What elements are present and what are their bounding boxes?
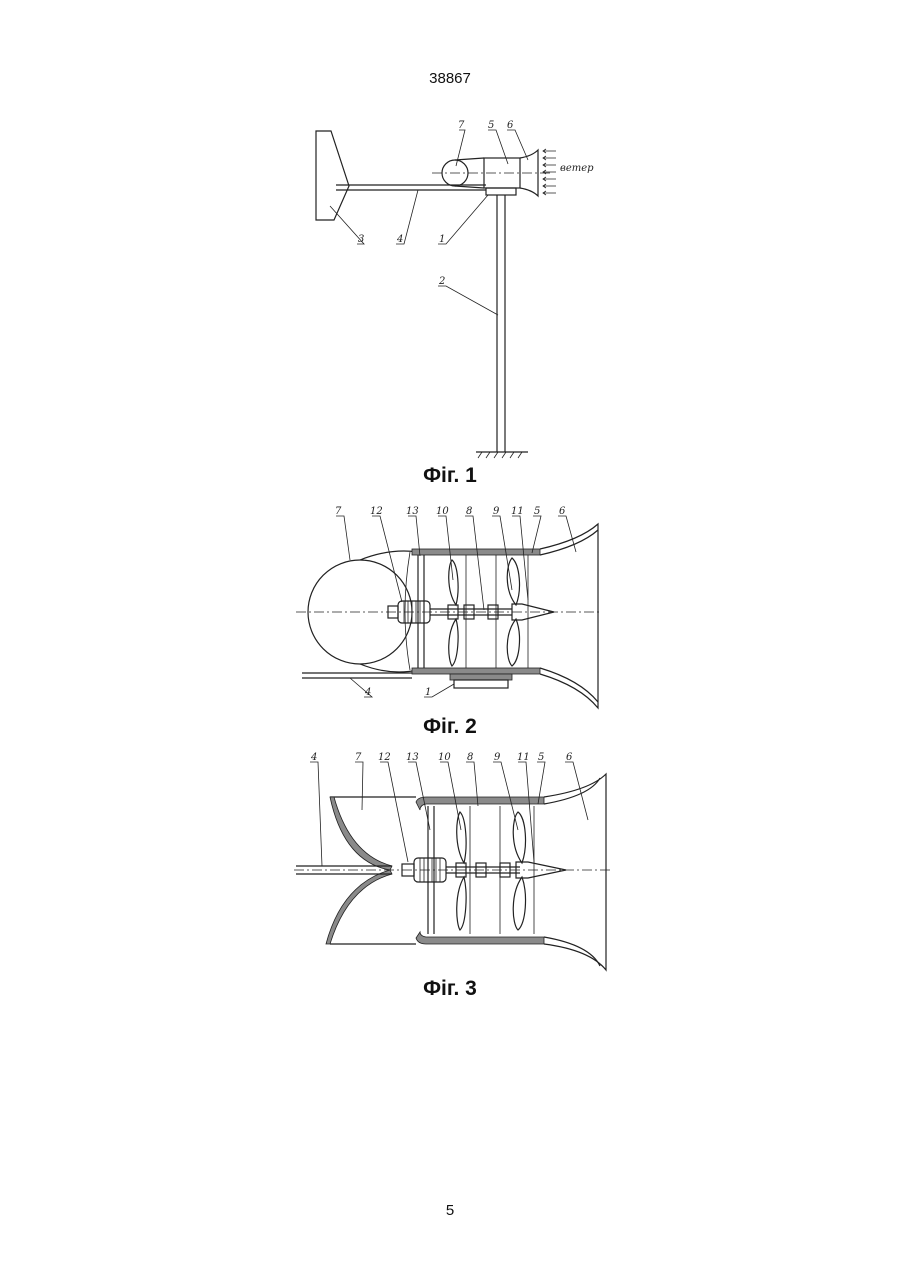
figure-2-drawing: 7 12 13 10 8 9 11 5 6 4 1 bbox=[296, 506, 602, 708]
label-12: 12 bbox=[370, 506, 383, 517]
label-5: 5 bbox=[488, 120, 494, 131]
label-10: 10 bbox=[438, 752, 451, 763]
label-6: 6 bbox=[507, 120, 514, 131]
label-5: 5 bbox=[538, 752, 544, 763]
label-11: 11 bbox=[517, 752, 530, 763]
figure-1-caption: Фіг. 1 bbox=[0, 464, 900, 488]
label-3: 3 bbox=[358, 234, 364, 245]
rear-funnel-bottom bbox=[326, 870, 392, 944]
label-1: 1 bbox=[439, 234, 445, 245]
label-7: 7 bbox=[458, 120, 465, 131]
figure-1-drawing: 7 5 6 3 4 1 2 ветер bbox=[316, 120, 594, 458]
label-4: 4 bbox=[310, 752, 317, 763]
label-8: 8 bbox=[466, 506, 472, 517]
wind-label: ветер bbox=[560, 163, 594, 174]
label-9: 9 bbox=[493, 506, 500, 517]
pivot-bearing bbox=[454, 680, 508, 688]
label-4: 4 bbox=[364, 687, 371, 698]
boom bbox=[302, 673, 412, 678]
rear-funnel-top bbox=[330, 797, 392, 870]
label-8: 8 bbox=[467, 752, 473, 763]
label-2: 2 bbox=[438, 276, 445, 287]
tube-wall-top bbox=[412, 549, 540, 555]
figure-2-caption: Фіг. 2 bbox=[0, 715, 900, 739]
label-1: 1 bbox=[425, 687, 431, 698]
label-13: 13 bbox=[406, 752, 419, 763]
label-7: 7 bbox=[355, 752, 362, 763]
tube-wall-bottom bbox=[416, 932, 544, 944]
label-5: 5 bbox=[534, 506, 540, 517]
tail-vane bbox=[316, 131, 349, 220]
label-6: 6 bbox=[559, 506, 566, 517]
label-6: 6 bbox=[566, 752, 573, 763]
label-7: 7 bbox=[335, 506, 342, 517]
pivot-bearing bbox=[486, 188, 516, 195]
rotor-rear bbox=[457, 812, 466, 930]
label-12: 12 bbox=[378, 752, 391, 763]
tube-wall-top bbox=[416, 797, 544, 810]
rotor-front bbox=[513, 812, 525, 930]
tube-wall-bottom bbox=[412, 668, 540, 674]
figure-3-caption: Фіг. 3 bbox=[0, 977, 900, 1001]
mast bbox=[497, 195, 505, 452]
label-9: 9 bbox=[494, 752, 501, 763]
wind-arrows bbox=[543, 149, 556, 195]
bell-nozzle bbox=[544, 774, 606, 970]
label-10: 10 bbox=[436, 506, 449, 517]
label-13: 13 bbox=[406, 506, 419, 517]
bell-nozzle bbox=[540, 524, 598, 708]
rotor-rear bbox=[449, 560, 458, 666]
label-4: 4 bbox=[396, 234, 403, 245]
figure-3-drawing: 4 7 12 13 10 8 9 11 5 6 bbox=[294, 752, 610, 970]
page-number: 5 bbox=[0, 1202, 900, 1219]
label-11: 11 bbox=[511, 506, 524, 517]
tail-boom bbox=[336, 185, 486, 190]
rear-strut bbox=[418, 555, 424, 668]
